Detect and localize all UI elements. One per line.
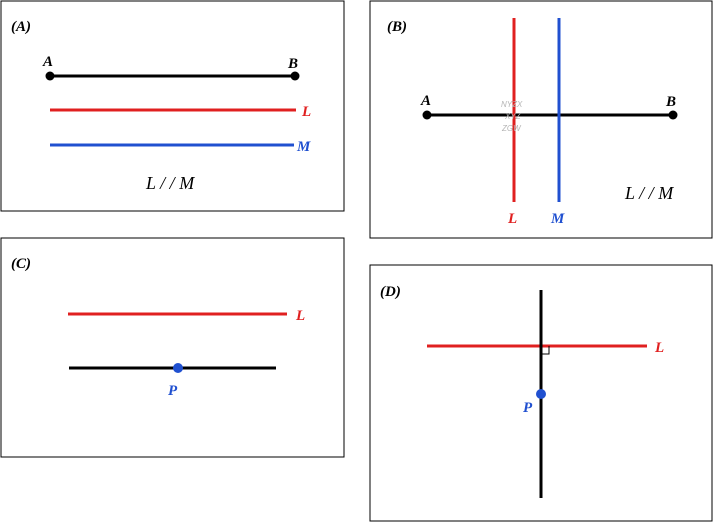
line-m-label: M (296, 139, 311, 155)
point-p-label: P (168, 383, 178, 399)
panel-a-label: (A) (11, 19, 31, 35)
line-l-label: L (295, 308, 305, 324)
right-angle-mark (541, 346, 550, 355)
parallel-relation: L / / M (145, 173, 195, 193)
point-p-label: P (523, 400, 533, 416)
point-b-label: B (287, 56, 298, 72)
point-a-dot (45, 71, 55, 81)
point-a-label: A (42, 54, 53, 70)
watermark-line-1: NYZX (501, 100, 523, 109)
parallel-relation: L / / M (624, 183, 674, 203)
panel-b-label: (B) (387, 19, 407, 35)
watermark-line-3: ZGW (501, 124, 522, 133)
line-l-label: L (301, 104, 311, 120)
panel-a: (A) A B L M L / / M (0, 0, 345, 212)
watermark-line-2: XYZ (504, 112, 522, 121)
panel-c-frame (0, 237, 345, 458)
line-m-label: M (550, 211, 565, 227)
point-b-label: B (665, 94, 676, 110)
point-b-dot (668, 110, 678, 120)
point-b-dot (290, 71, 300, 81)
line-l-label: L (507, 211, 517, 227)
point-a-dot (422, 110, 432, 120)
panel-b: (B) A B L M NYZX XYZ ZGW L / / M (369, 0, 713, 239)
point-a-label: A (420, 93, 431, 109)
panel-d-label: (D) (380, 284, 401, 300)
panel-a-frame (0, 0, 345, 212)
panel-d: (D) L P (369, 264, 713, 522)
point-p-dot (536, 389, 546, 399)
panel-c-label: (C) (11, 256, 31, 272)
line-l-label: L (654, 340, 664, 356)
point-p-dot (173, 363, 183, 373)
panel-c: (C) L P (0, 237, 345, 458)
